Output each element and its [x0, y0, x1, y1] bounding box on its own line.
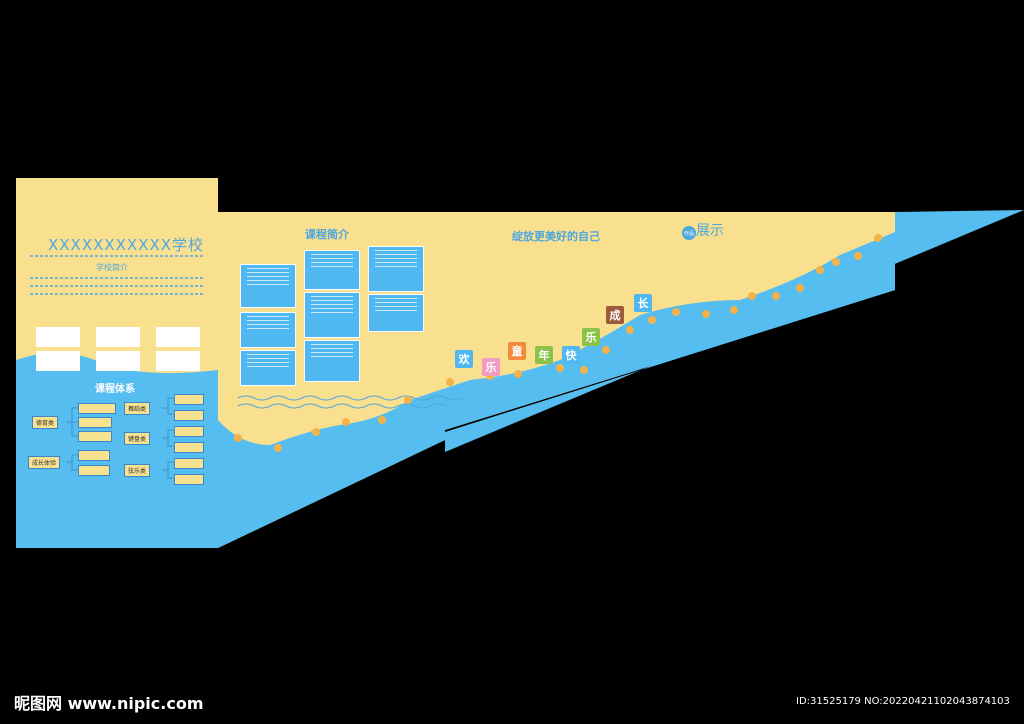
text-card: [304, 340, 360, 382]
banner-tile: 年: [535, 346, 553, 364]
showcase-logo-text: 展示: [696, 223, 724, 239]
course-node: [78, 417, 112, 428]
category-label: 德育类: [32, 416, 59, 429]
course-node: [174, 410, 204, 421]
photo-frame: [96, 327, 140, 347]
course-node: [174, 426, 204, 437]
category-label: 成长体验: [28, 456, 61, 469]
text-card: [304, 292, 360, 338]
course-node: [78, 431, 112, 442]
right-panel-sea: [445, 210, 1024, 452]
title-decor-lines: [30, 255, 205, 295]
course-node: [174, 474, 204, 485]
photo-frame: [156, 351, 200, 371]
banner-tile: 快: [562, 346, 580, 364]
course-node: [78, 465, 110, 476]
left-panel-sea: [16, 352, 218, 548]
course-node: [78, 403, 116, 414]
text-card: [304, 250, 360, 290]
photo-frame: [96, 351, 140, 371]
text-card: [368, 246, 424, 292]
watermark-left: 昵图网 www.nipic.com: [14, 694, 204, 713]
text-card: [240, 312, 296, 348]
course-node: [78, 450, 110, 461]
slogan-title: 绽放更美好的自己: [512, 230, 600, 243]
category-label: 弦乐类: [124, 464, 151, 477]
category-label: 键盘类: [124, 432, 151, 445]
course-node: [174, 394, 204, 405]
course-system-title: 课程体系: [95, 384, 135, 395]
course-intro-title: 课程简介: [305, 228, 349, 241]
banner-tile: 欢: [455, 350, 473, 368]
banner-tile: 乐: [482, 358, 500, 376]
category-label: 舞蹈类: [124, 402, 151, 415]
text-card: [240, 264, 296, 308]
middle-panel-sea: [218, 232, 895, 548]
wave-lines: [237, 395, 463, 409]
photo-frame: [36, 351, 80, 371]
banner-tile: 乐: [582, 328, 600, 346]
photo-frame: [156, 327, 200, 347]
course-node: [174, 458, 204, 469]
course-node: [174, 442, 204, 453]
banner-tile: 成: [606, 306, 624, 324]
watermark-right: ID:31525179 NO:20220421102043874103: [796, 696, 1010, 707]
text-card: [240, 350, 296, 386]
banner-tile: 童: [508, 342, 526, 360]
banner-tile: 长: [634, 294, 652, 312]
showcase-badge: 作品: [682, 226, 696, 240]
tree-connectors: [66, 397, 174, 479]
text-card: [368, 294, 424, 332]
photo-frame: [36, 327, 80, 347]
starfish-decor: [234, 234, 882, 452]
school-subtitle: 学校简介: [96, 263, 128, 272]
school-title: XXXXXXXXXXX学校: [48, 236, 205, 254]
